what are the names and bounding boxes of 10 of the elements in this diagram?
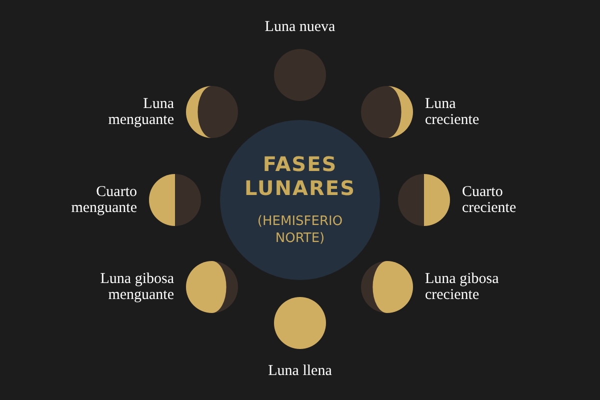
phase-label: Cuarto creciente <box>462 184 518 216</box>
title-text: FASES LUNARES <box>244 152 356 200</box>
subtitle-text: (HEMISFERIO NORTE) <box>256 214 344 248</box>
phase-label: Luna menguante <box>107 96 174 128</box>
phase-label: Luna gibosa menguante <box>99 271 174 303</box>
phase-label: Luna llena <box>268 363 332 379</box>
phase-label: Luna gibosa creciente <box>425 271 500 303</box>
phase-label: Luna creciente <box>425 96 480 128</box>
phase-label: Cuarto menguante <box>70 184 137 216</box>
phase-label: Luna nueva <box>264 19 336 35</box>
